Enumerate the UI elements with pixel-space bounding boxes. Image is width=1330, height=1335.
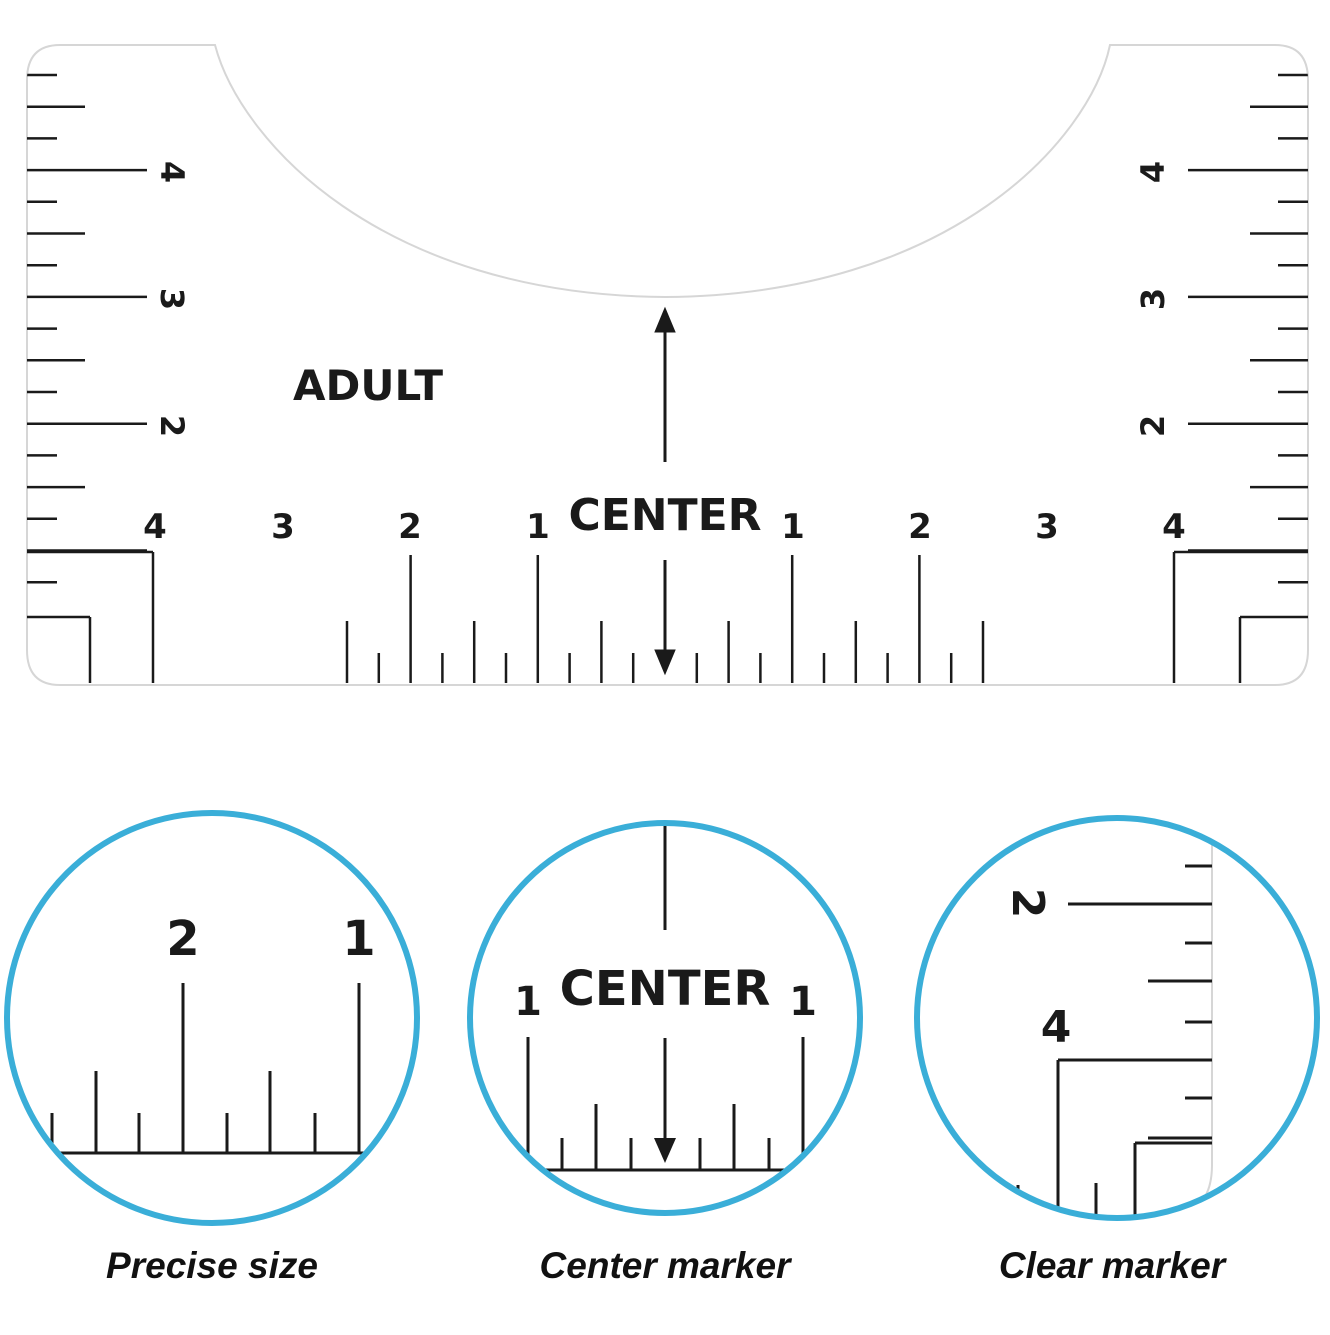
bottom-num-right-1: 1: [781, 507, 805, 547]
adult-label: ADULT: [293, 361, 443, 410]
zoom-circle-center: CENTER 1 1: [467, 820, 863, 1216]
precise-circle-border: [4, 810, 420, 1226]
precise-num-1: 1: [342, 911, 375, 967]
bottom-num-right-3: 3: [1035, 507, 1059, 547]
center-arrow-icon: [654, 306, 676, 676]
zoom-circle-clear: 2 4: [914, 815, 1320, 1221]
center-arrow-down-icon: [654, 1138, 676, 1163]
caption-clear-marker: Clear marker: [998, 1245, 1226, 1286]
left-side-num-4: 4: [153, 161, 191, 183]
left-side-num-2: 2: [153, 415, 191, 437]
caption-precise-size: Precise size: [106, 1245, 318, 1286]
left-side-num-3: 3: [153, 288, 191, 310]
zoom-center-num-right: 1: [789, 979, 817, 1025]
bottom-num-left-1: 1: [526, 507, 550, 547]
bottom-num-right-2: 2: [908, 507, 932, 547]
right-side-numbers: 4 3 2: [1134, 161, 1172, 437]
bottom-num-right-4: 4: [1162, 507, 1186, 547]
tshirt-ruler: ADULT CENTER 4 3 2 1 1 2 3 4 4 3 2 4 3 2: [26, 44, 1309, 686]
ruler-body: [26, 44, 1309, 686]
ruler-ticks: [27, 73, 1308, 683]
center-circle-border: [467, 820, 863, 1216]
clear-ticks: [976, 864, 1212, 1218]
right-side-num-3: 3: [1134, 288, 1172, 310]
bottom-scale-numbers: 4 3 2 1 1 2 3 4: [143, 507, 1186, 547]
precise-ticks: [7, 983, 417, 1155]
bottom-num-left-4: 4: [143, 507, 167, 547]
precise-num-2: 2: [166, 911, 199, 967]
caption-center-marker: Center marker: [539, 1245, 791, 1286]
right-side-num-4: 4: [1134, 161, 1172, 183]
zoom-center-label: CENTER: [560, 961, 771, 1017]
clear-circle-border: [914, 815, 1320, 1221]
zoom-center-num-left: 1: [514, 979, 542, 1025]
center-label: CENTER: [568, 490, 761, 541]
clear-num-4: 4: [1041, 1002, 1072, 1053]
zoom-circle-precise: 2 1: [4, 810, 420, 1226]
clear-num-2: 2: [1002, 888, 1053, 919]
bottom-num-left-2: 2: [398, 507, 422, 547]
left-side-numbers: 4 3 2: [153, 161, 191, 437]
right-side-num-2: 2: [1134, 415, 1172, 437]
bottom-num-left-3: 3: [271, 507, 295, 547]
